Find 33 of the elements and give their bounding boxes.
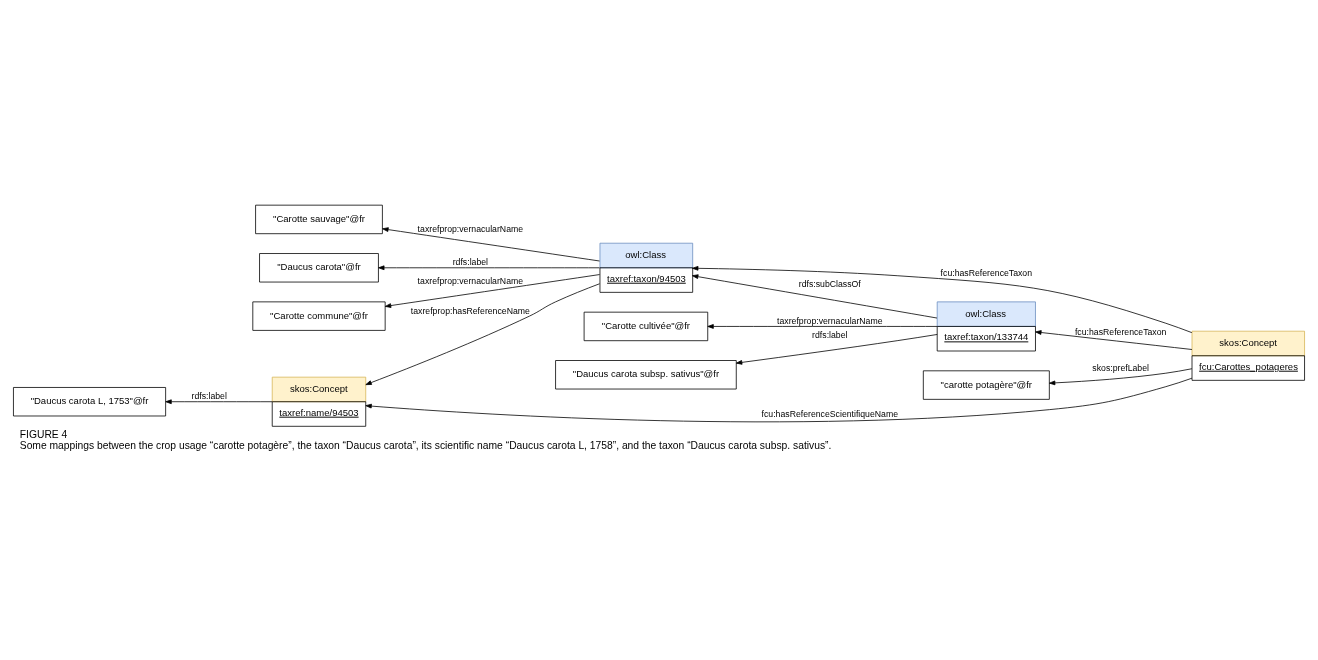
- node-box: "Carotte sauvage"@fr: [255, 204, 383, 235]
- edge-label: taxrefprop:hasReferenceName: [410, 305, 530, 316]
- edge-label: taxrefprop:vernacularName: [417, 276, 524, 287]
- arrow: [692, 274, 938, 319]
- arrow: [384, 274, 600, 308]
- edge-label: rdfs:label: [452, 257, 489, 268]
- arrow: [365, 283, 600, 386]
- node-box: "Daucus carota L, 1753"@fr: [13, 387, 167, 417]
- edge-label: fcu:hasReferenceScientifiqueName: [761, 408, 899, 419]
- node-box: "Carotte cultivée"@fr: [583, 311, 709, 342]
- arrow: [692, 266, 1193, 333]
- node-box: "Daucus carota"@fr: [259, 253, 379, 283]
- arrow: [378, 265, 600, 271]
- arrow: [382, 227, 600, 262]
- node-box: "carotte potagère"@fr: [922, 370, 1050, 400]
- arrow: [735, 334, 938, 365]
- edge-label: rdfs:subClassOf: [798, 278, 861, 289]
- edge-label: skos:prefLabel: [1092, 362, 1149, 373]
- edge-label: fcu:hasReferenceTaxon: [940, 267, 1033, 278]
- edge-label: rdfs:label: [812, 330, 848, 341]
- caption: Some mappings between the crop usage “carotte potagère”, the taxon “Daucus carota”, its scientific name “Daucus carota L, 1758”, and the taxon “Daucus carota subsp. sativus”.: [19, 439, 832, 451]
- arrow: [1035, 330, 1193, 350]
- arrow: [707, 324, 938, 329]
- node-box: "Daucus carota subsp. sativus"@fr: [555, 360, 737, 390]
- edge-label: rdfs:label: [191, 391, 227, 402]
- edge-label: fcu:hasReferenceTaxon: [1074, 326, 1167, 337]
- node-box: "Carotte commune"@fr: [252, 301, 386, 331]
- arrow: [365, 377, 1193, 423]
- diagram-title: FIGURE 4: [19, 428, 68, 440]
- edge-label: taxrefprop:vernacularName: [777, 315, 883, 326]
- arrow: [165, 399, 273, 405]
- edge-label: taxrefprop:vernacularName: [417, 223, 524, 234]
- arrow: [1049, 368, 1193, 386]
